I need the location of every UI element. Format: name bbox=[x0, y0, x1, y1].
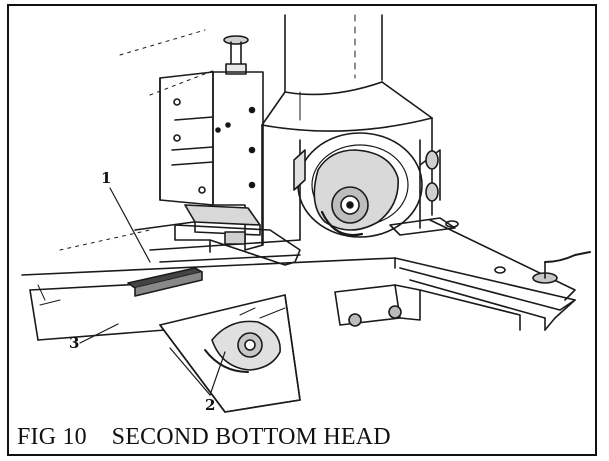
callout-2: 2 bbox=[205, 396, 216, 414]
figure-caption: FIG 10 SECOND BOTTOM HEAD bbox=[17, 424, 391, 450]
machine-bed bbox=[21, 257, 576, 341]
callout-leaders bbox=[79, 187, 226, 396]
hold-down-assembly bbox=[159, 35, 264, 251]
figure-border bbox=[7, 4, 597, 456]
right-slide-lever bbox=[389, 217, 591, 301]
slide-block bbox=[174, 204, 301, 266]
inset-plate bbox=[159, 294, 301, 413]
cutter-head bbox=[293, 132, 441, 241]
callout-1: 1 bbox=[101, 169, 112, 187]
front-block bbox=[334, 284, 421, 327]
background-outline bbox=[59, 29, 216, 251]
callout-3: 3 bbox=[69, 334, 80, 352]
workpiece-bar bbox=[127, 267, 203, 297]
main-column bbox=[261, 14, 433, 246]
